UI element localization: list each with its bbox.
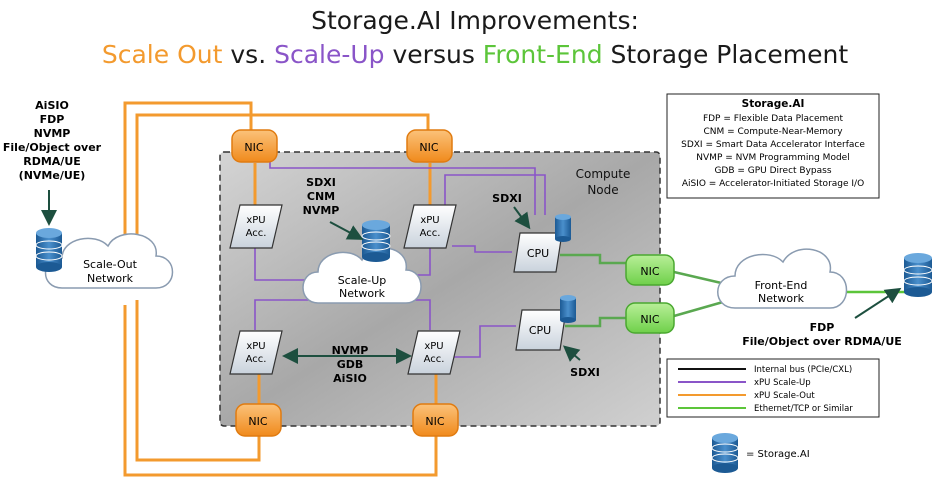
legend-storage-icon xyxy=(711,433,739,473)
legend: Internal bus (PCIe/CXL) xPU Scale-Up xPU… xyxy=(666,358,880,418)
xpu-bottom-left: xPU Acc. xyxy=(229,330,283,375)
storage-cpu-top xyxy=(555,214,571,242)
svg-text:Acc.: Acc. xyxy=(246,228,267,239)
xpu-top-right: xPU Acc. xyxy=(403,204,457,249)
svg-text:FDP = Flexible Data Placement: FDP = Flexible Data Placement xyxy=(703,114,844,124)
storage-scale-up xyxy=(361,220,391,262)
svg-text:NVMP: NVMP xyxy=(303,204,340,217)
front-end-network-cloud: Front-End Network xyxy=(717,248,848,309)
svg-text:GDB: GDB xyxy=(337,358,364,371)
scale-out-network-cloud: Scale-Out Network xyxy=(44,233,174,289)
label-sdxi-top: SDXI xyxy=(492,192,522,205)
svg-text:(NVMe/UE): (NVMe/UE) xyxy=(19,169,86,182)
svg-text:Acc.: Acc. xyxy=(420,228,441,239)
diagram-title: Storage.AI Improvements: xyxy=(311,6,639,35)
svg-text:NIC: NIC xyxy=(640,313,659,326)
nic-top-right: NIC xyxy=(406,129,453,163)
svg-text:NIC: NIC xyxy=(425,415,444,428)
left-protocol-stack: AiSIO FDP NVMP File/Object over RDMA/UE … xyxy=(3,99,102,182)
svg-text:File/Object over: File/Object over xyxy=(3,141,102,154)
svg-text:NIC: NIC xyxy=(419,141,438,154)
svg-text:Network: Network xyxy=(87,272,134,285)
xpu-top-left: xPU Acc. xyxy=(229,204,283,249)
svg-text:SDXI: SDXI xyxy=(306,176,336,189)
legend-scale-out-label: xPU Scale-Out xyxy=(754,391,815,401)
scale-up-network-cloud: Scale-Up Network xyxy=(302,247,422,304)
svg-text:Front-End: Front-End xyxy=(755,279,808,292)
title-front-end: Front-End xyxy=(482,40,603,69)
nic-bottom-left: NIC xyxy=(235,403,282,437)
svg-text:Network: Network xyxy=(339,287,386,300)
title-scale-up: Scale-Up xyxy=(274,40,385,69)
svg-text:Storage.AI: Storage.AI xyxy=(742,98,805,110)
svg-text:Network: Network xyxy=(758,292,805,305)
annotation-arrows xyxy=(41,190,902,364)
svg-text:FDP: FDP xyxy=(40,113,65,126)
svg-text:xPU: xPU xyxy=(246,215,265,226)
svg-text:Scale-Up: Scale-Up xyxy=(338,274,387,287)
svg-text:NIC: NIC xyxy=(248,415,267,428)
svg-text:SDXI = Smart Data Accelerator: SDXI = Smart Data Accelerator Interface xyxy=(681,140,865,150)
label-fdp-right: FDP File/Object over RDMA/UE xyxy=(742,321,902,348)
storage-ai-info-box: Storage.AI FDP = Flexible Data Placement… xyxy=(666,93,880,199)
label-sdxi-cnm-nvmp: SDXI CNM NVMP xyxy=(303,176,340,217)
title-scale-out: Scale Out xyxy=(101,40,223,69)
label-nvmp-gdb-aisio: NVMP GDB AiSIO xyxy=(332,344,369,385)
legend-ethernet-label: Ethernet/TCP or Similar xyxy=(754,404,853,414)
svg-text:FDP: FDP xyxy=(810,321,835,334)
svg-text:NVMP = NVM Programming Model: NVMP = NVM Programming Model xyxy=(696,153,849,163)
svg-text:File/Object over RDMA/UE: File/Object over RDMA/UE xyxy=(742,335,902,348)
svg-text:NIC: NIC xyxy=(244,141,263,154)
legend-internal-bus-label: Internal bus (PCIe/CXL) xyxy=(754,365,852,375)
svg-text:RDMA/UE: RDMA/UE xyxy=(23,155,81,168)
svg-text:AiSIO: AiSIO xyxy=(333,372,367,385)
cpu-top: CPU xyxy=(513,232,563,273)
svg-text:NVMP: NVMP xyxy=(332,344,369,357)
svg-text:GDB = GPU Direct Bypass: GDB = GPU Direct Bypass xyxy=(714,166,831,176)
svg-text:CPU: CPU xyxy=(527,247,549,260)
svg-text:CNM: CNM xyxy=(307,190,335,203)
storage-front-end xyxy=(903,253,933,297)
svg-text:xPU: xPU xyxy=(424,341,443,352)
svg-text:Acc.: Acc. xyxy=(424,354,445,365)
svg-text:Acc.: Acc. xyxy=(246,354,267,365)
svg-text:xPU: xPU xyxy=(420,215,439,226)
storage-left xyxy=(35,228,63,272)
nic-green-top: NIC xyxy=(625,254,675,286)
diagram-subtitle: Scale Out vs. Scale-Up versus Front-End … xyxy=(101,40,849,69)
nic-top-left: NIC xyxy=(231,129,278,163)
svg-text:AiSIO: AiSIO xyxy=(35,99,69,112)
compute-node-label-2: Node xyxy=(587,183,618,197)
legend-storage-label: = Storage.AI xyxy=(746,449,810,460)
cpu-bottom: CPU xyxy=(515,309,567,351)
svg-text:xPU: xPU xyxy=(246,341,265,352)
compute-node-label-1: Compute xyxy=(576,167,631,181)
svg-text:AiSIO = Accelerator-Initiated: AiSIO = Accelerator-Initiated Storage I/… xyxy=(682,179,864,189)
nic-bottom-right: NIC xyxy=(412,403,459,437)
svg-text:NIC: NIC xyxy=(640,265,659,278)
storage-cpu-bottom xyxy=(560,295,576,323)
legend-scale-up-label: xPU Scale-Up xyxy=(754,378,811,388)
svg-text:Scale-Out: Scale-Out xyxy=(83,258,138,271)
label-sdxi-bottom: SDXI xyxy=(570,366,600,379)
svg-text:CNM = Compute-Near-Memory: CNM = Compute-Near-Memory xyxy=(703,127,843,137)
nic-green-bottom: NIC xyxy=(625,302,675,334)
svg-text:CPU: CPU xyxy=(529,324,551,337)
svg-text:NVMP: NVMP xyxy=(34,127,71,140)
